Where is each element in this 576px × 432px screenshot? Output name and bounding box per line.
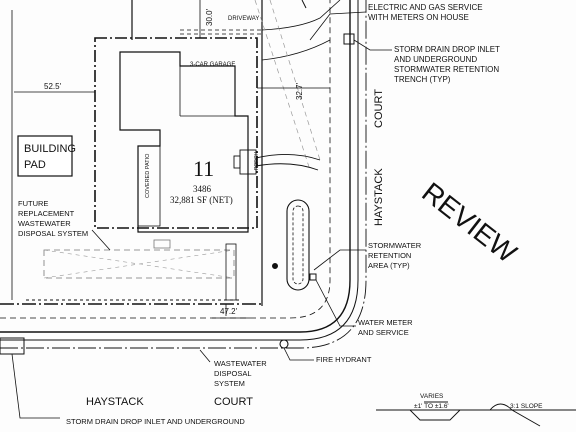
storm-inlet-symbol	[343, 33, 355, 45]
dim-left: 52.5'	[44, 82, 62, 91]
dim-bottom: 47.2'	[220, 307, 238, 316]
section-trench	[409, 409, 461, 421]
curb-return	[301, 0, 307, 9]
building-pad-box	[17, 135, 73, 177]
leader-wastewater	[199, 349, 211, 363]
varies-label-2: ±1' TO ±1.6'	[414, 403, 449, 410]
cross-section	[376, 401, 576, 427]
porch-step	[233, 155, 241, 169]
wastewater-label-2: DISPOSAL	[214, 369, 252, 378]
retention-label-1: STORMWATER	[368, 241, 422, 250]
storm-inlet-label-1: STORM DRAIN DROP INLET	[394, 45, 500, 54]
bottom-storm-label: STORM DRAIN DROP INLET AND UNDERGROUND	[66, 417, 245, 426]
lot-address: 3486	[193, 184, 212, 194]
sight-line-2	[269, 0, 321, 161]
garage-label: 3-CAR GARAGE	[190, 62, 235, 68]
retention-label-2: RETENTION	[368, 251, 411, 260]
future-disposal-area	[43, 249, 235, 279]
future-label-4: DISPOSAL SYSTEM	[18, 229, 88, 238]
dim-top: 30.0'	[205, 8, 214, 26]
water-meter-label-1: WATER METER	[358, 318, 413, 327]
driveway-curve-lower	[261, 39, 331, 61]
lot-linework	[0, 0, 341, 319]
leader-retention	[313, 249, 366, 271]
storm-inlet-label-3: STORMWATER RETENTION	[394, 65, 499, 74]
storm-inlet-label-2: AND UNDERGROUND	[394, 55, 477, 64]
building-envelope	[94, 37, 258, 229]
leader-water-meter	[315, 279, 356, 327]
future-disposal-cross	[43, 249, 235, 279]
wastewater-label-3: SYSTEM	[214, 379, 245, 388]
sidewalk-edge	[0, 0, 331, 319]
retention-inner	[292, 205, 304, 285]
front-walk	[255, 153, 321, 171]
house-footprint	[119, 51, 249, 233]
street-linework	[0, 0, 367, 349]
storm-trench	[0, 0, 367, 349]
fire-hydrant-label: FIRE HYDRANT	[316, 355, 372, 364]
patio-outline	[137, 145, 161, 227]
electric-label-1: ELECTRIC AND GAS SERVICE	[368, 3, 483, 12]
sight-line-1	[254, 0, 311, 171]
varies-label-1: VARIES	[420, 393, 444, 400]
driveway-label: DRIVEWAY	[228, 16, 259, 22]
leader-bottom-storm	[11, 353, 60, 419]
porch-label: PORCH	[254, 152, 260, 170]
building-pad-label-1: BUILDING	[24, 143, 76, 155]
section-swale	[489, 403, 541, 427]
future-label-1: FUTURE	[18, 199, 48, 208]
wastewater-label-1: WASTEWATER	[214, 359, 267, 368]
water-meter-icon	[309, 273, 317, 281]
electric-label-2: WITH METERS ON HOUSE	[368, 13, 469, 22]
street-bottom-2: COURT	[214, 396, 253, 408]
driveway-edge	[180, 29, 262, 35]
lot-number: 11	[193, 156, 214, 181]
patio-label: COVERED PATIO	[145, 153, 151, 198]
street-right-1: HAYSTACK	[373, 168, 385, 226]
labels: DRIVEWAY 3-CAR GARAGE COVERED PATIO PORC…	[18, 3, 543, 426]
driveway-curve-upper	[261, 0, 341, 31]
lot-area: 32,881 SF (NET)	[170, 195, 233, 205]
retention-label-3: AREA (TYP)	[368, 261, 410, 270]
building-pad-label-2: PAD	[24, 159, 46, 171]
review-stamp: REVIEW	[416, 176, 523, 269]
retention-outer	[286, 199, 310, 291]
curb-inner	[0, 0, 351, 333]
street-right-2: COURT	[373, 89, 385, 128]
leader-storm-inlet	[353, 39, 392, 51]
leader-electric	[309, 11, 367, 41]
future-label-3: WASTEWATER	[18, 219, 71, 228]
water-meter-label-2: AND SERVICE	[358, 328, 409, 337]
leader-fire-hydrant	[283, 347, 314, 361]
future-label-2: REPLACEMENT	[18, 209, 75, 218]
leader-future	[91, 229, 111, 251]
leader-lines	[11, 11, 392, 419]
storm-inlet-label-4: TRENCH (TYP)	[394, 75, 451, 84]
street-bottom-1: HAYSTACK	[86, 396, 144, 408]
fire-hydrant-icon	[279, 339, 289, 349]
tank-box	[153, 239, 171, 249]
slope-label: 3:1 SLOPE	[510, 403, 543, 410]
retention-area	[286, 199, 310, 291]
valve-icon	[272, 263, 278, 269]
disposal-riser	[225, 243, 237, 301]
dim-right: 32.7'	[295, 82, 304, 100]
curb-outer	[0, 0, 359, 341]
